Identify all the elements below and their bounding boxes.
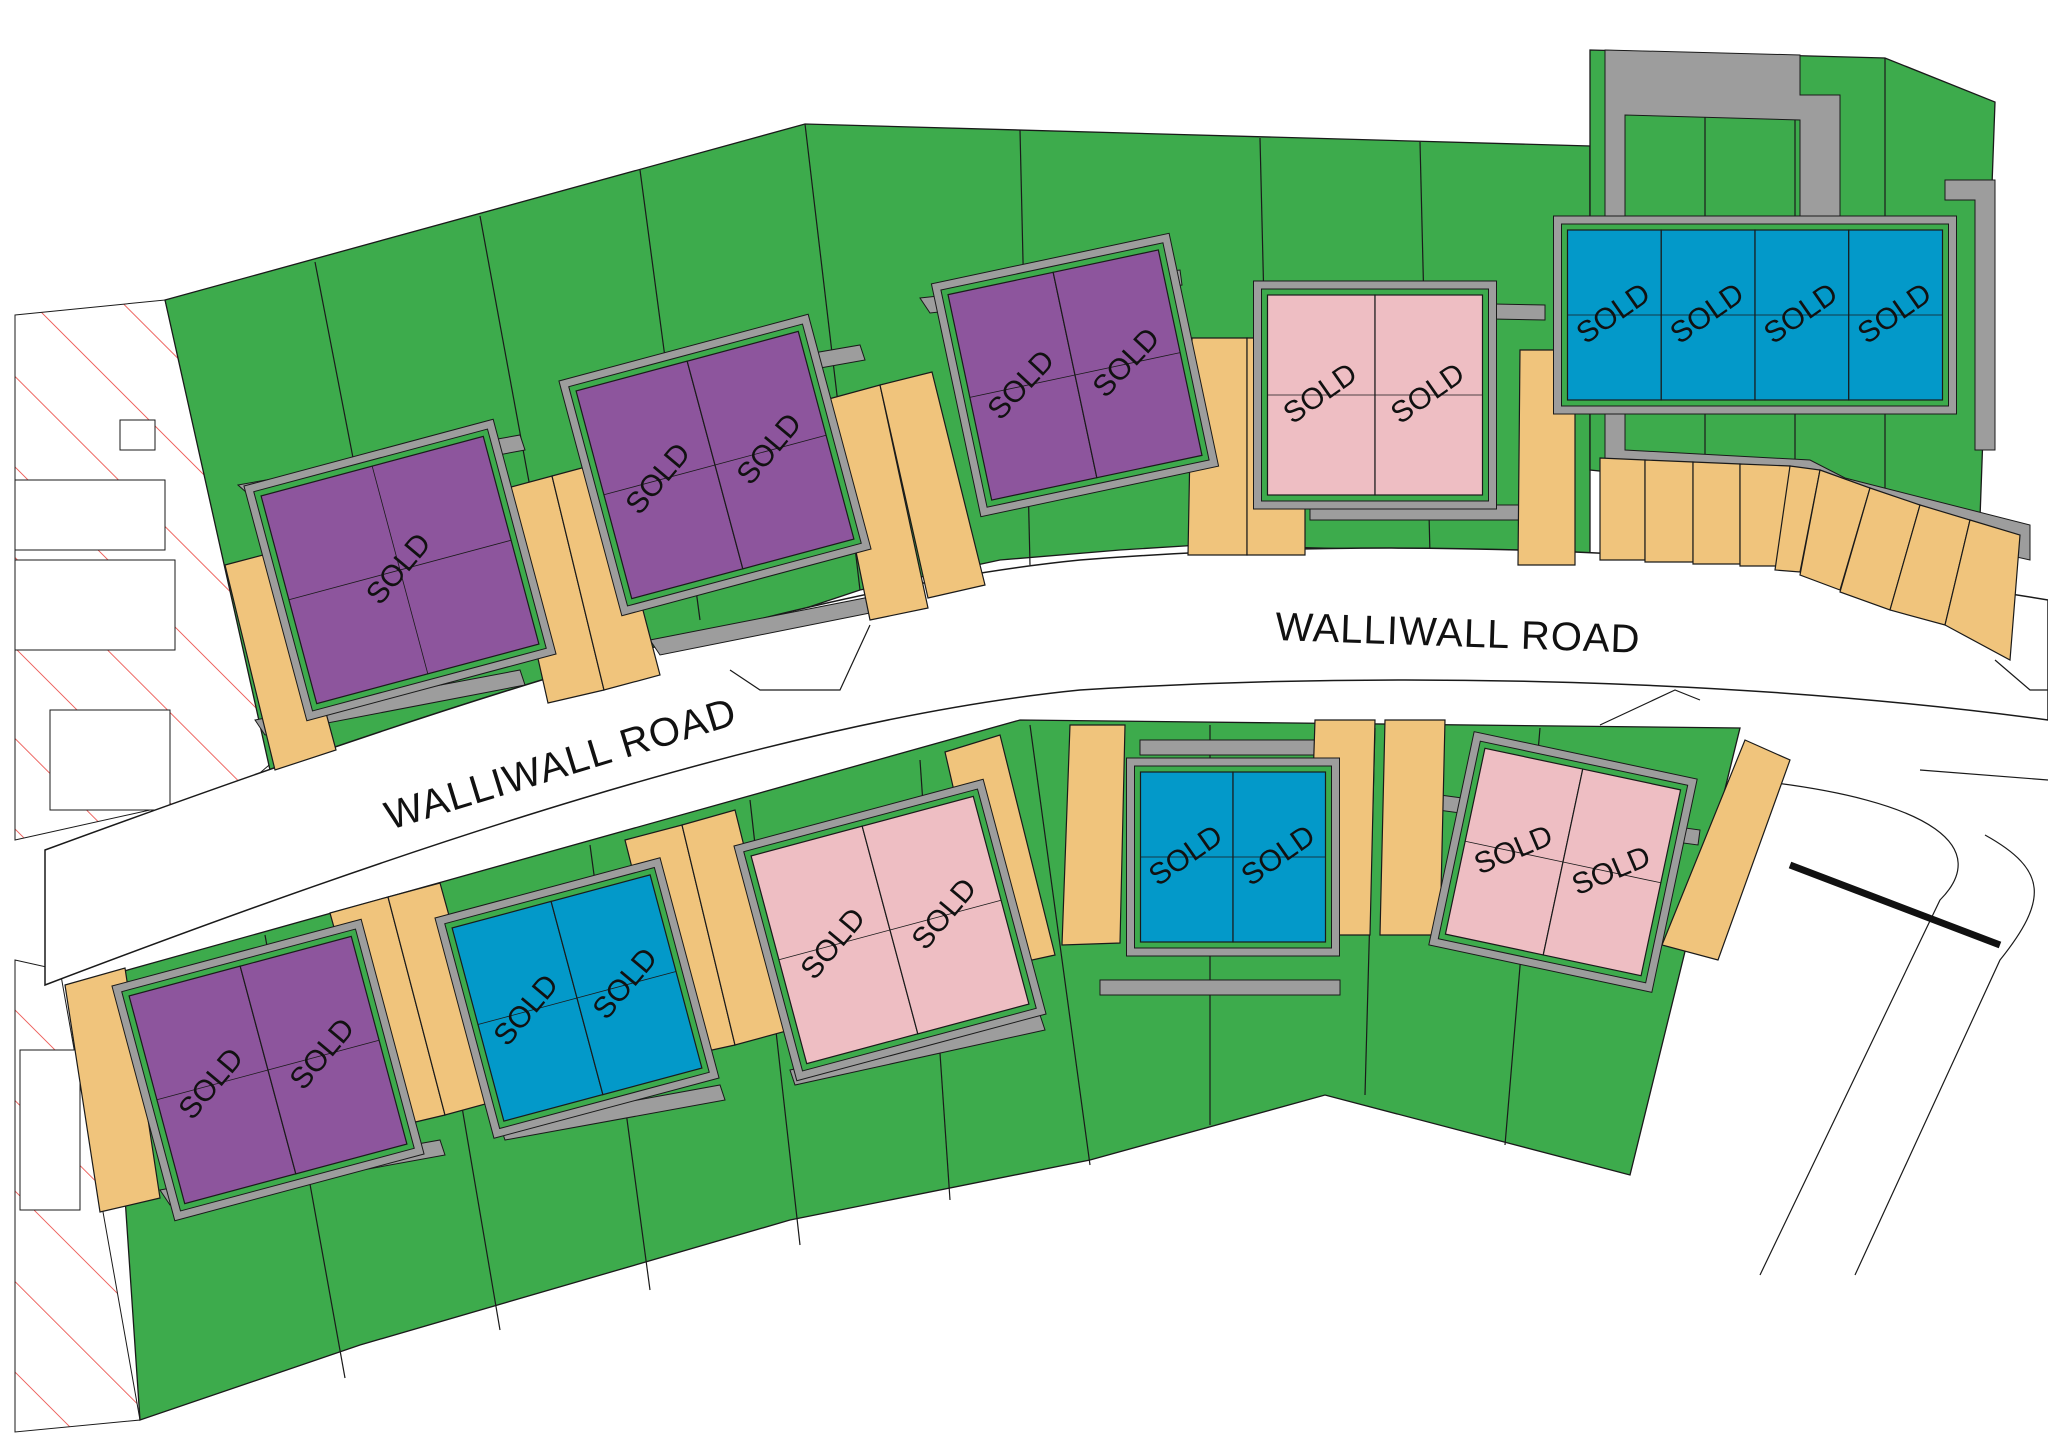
plot-unit-divider [1562,861,1661,884]
neighbouring-land [14,299,276,1433]
plot-unit-divider [267,1039,380,1071]
plot-unit-divider [371,466,429,674]
plot-group[interactable]: SOLD [243,418,557,722]
plot-unit-divider [889,899,1002,931]
plot-unit-divider [778,929,891,961]
plot-unit-divider [714,434,827,466]
plot-unit-divider [603,464,716,496]
plot-unit-divider [1465,840,1564,863]
plot-unit-divider [969,374,1076,398]
plot-unit-divider [477,997,578,1025]
plot-unit-divider [156,1069,269,1101]
plot-unit-divider [1074,352,1181,376]
plot-unit-divider [576,971,677,999]
